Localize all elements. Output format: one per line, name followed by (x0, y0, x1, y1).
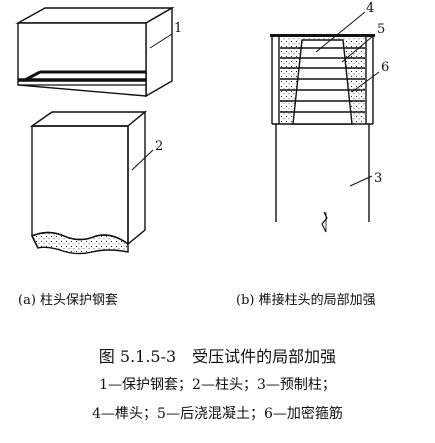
column-assembly-drawing (270, 11, 380, 233)
callout-5: 5 (377, 22, 386, 37)
legend-line-1: 1—保护钢套；2—柱头；3—预制柱； (99, 377, 336, 393)
callout-6: 6 (381, 60, 390, 75)
column-head-drawing (29, 110, 154, 255)
subfigure-a-caption: (a) 柱头保护钢套 (18, 293, 119, 308)
subfigure-b-caption: (b) 榫接柱头的局部加强 (236, 293, 376, 308)
callout-2: 2 (155, 139, 164, 154)
legend-line-2: 4—榫头；5—后浇混凝土；6—加密箍筋 (92, 406, 343, 422)
steel-sleeve-drawing (15, 6, 175, 98)
callout-4: 4 (366, 1, 375, 16)
callout-3: 3 (374, 171, 383, 186)
callout-1: 1 (174, 21, 183, 36)
figure-caption: 图 5.1.5-3 受压试件的局部加强 (98, 347, 337, 366)
